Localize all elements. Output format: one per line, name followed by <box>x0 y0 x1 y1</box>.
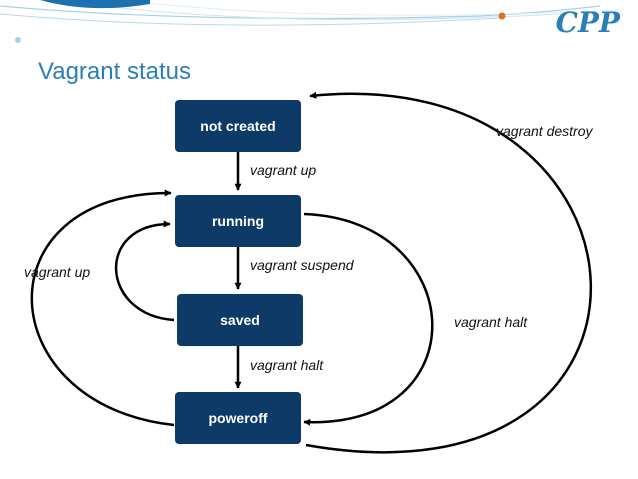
company-logo: CPP <box>555 6 620 39</box>
label-vagrant-destroy: vagrant destroy <box>496 123 593 139</box>
state-saved: saved <box>177 294 303 346</box>
arrow-resume-up <box>114 220 175 322</box>
label-vagrant-up: vagrant up <box>250 162 317 178</box>
label-vagrant-suspend: vagrant suspend <box>250 257 354 273</box>
label-vagrant-halt-running: vagrant halt <box>454 314 528 330</box>
arrow-destroy <box>305 91 593 454</box>
state-poweroff: poweroff <box>175 392 301 444</box>
arrow-up-from-poweroff <box>30 189 175 427</box>
state-not-created: not created <box>175 100 301 152</box>
header-decoration <box>0 0 621 43</box>
slide-title: Vagrant status <box>38 58 191 85</box>
state-running: running <box>175 195 301 247</box>
label-vagrant-halt-saved: vagrant halt <box>250 357 324 373</box>
arrow-halt-running <box>303 212 434 426</box>
label-vagrant-up-resume: vagrant up <box>24 264 91 280</box>
